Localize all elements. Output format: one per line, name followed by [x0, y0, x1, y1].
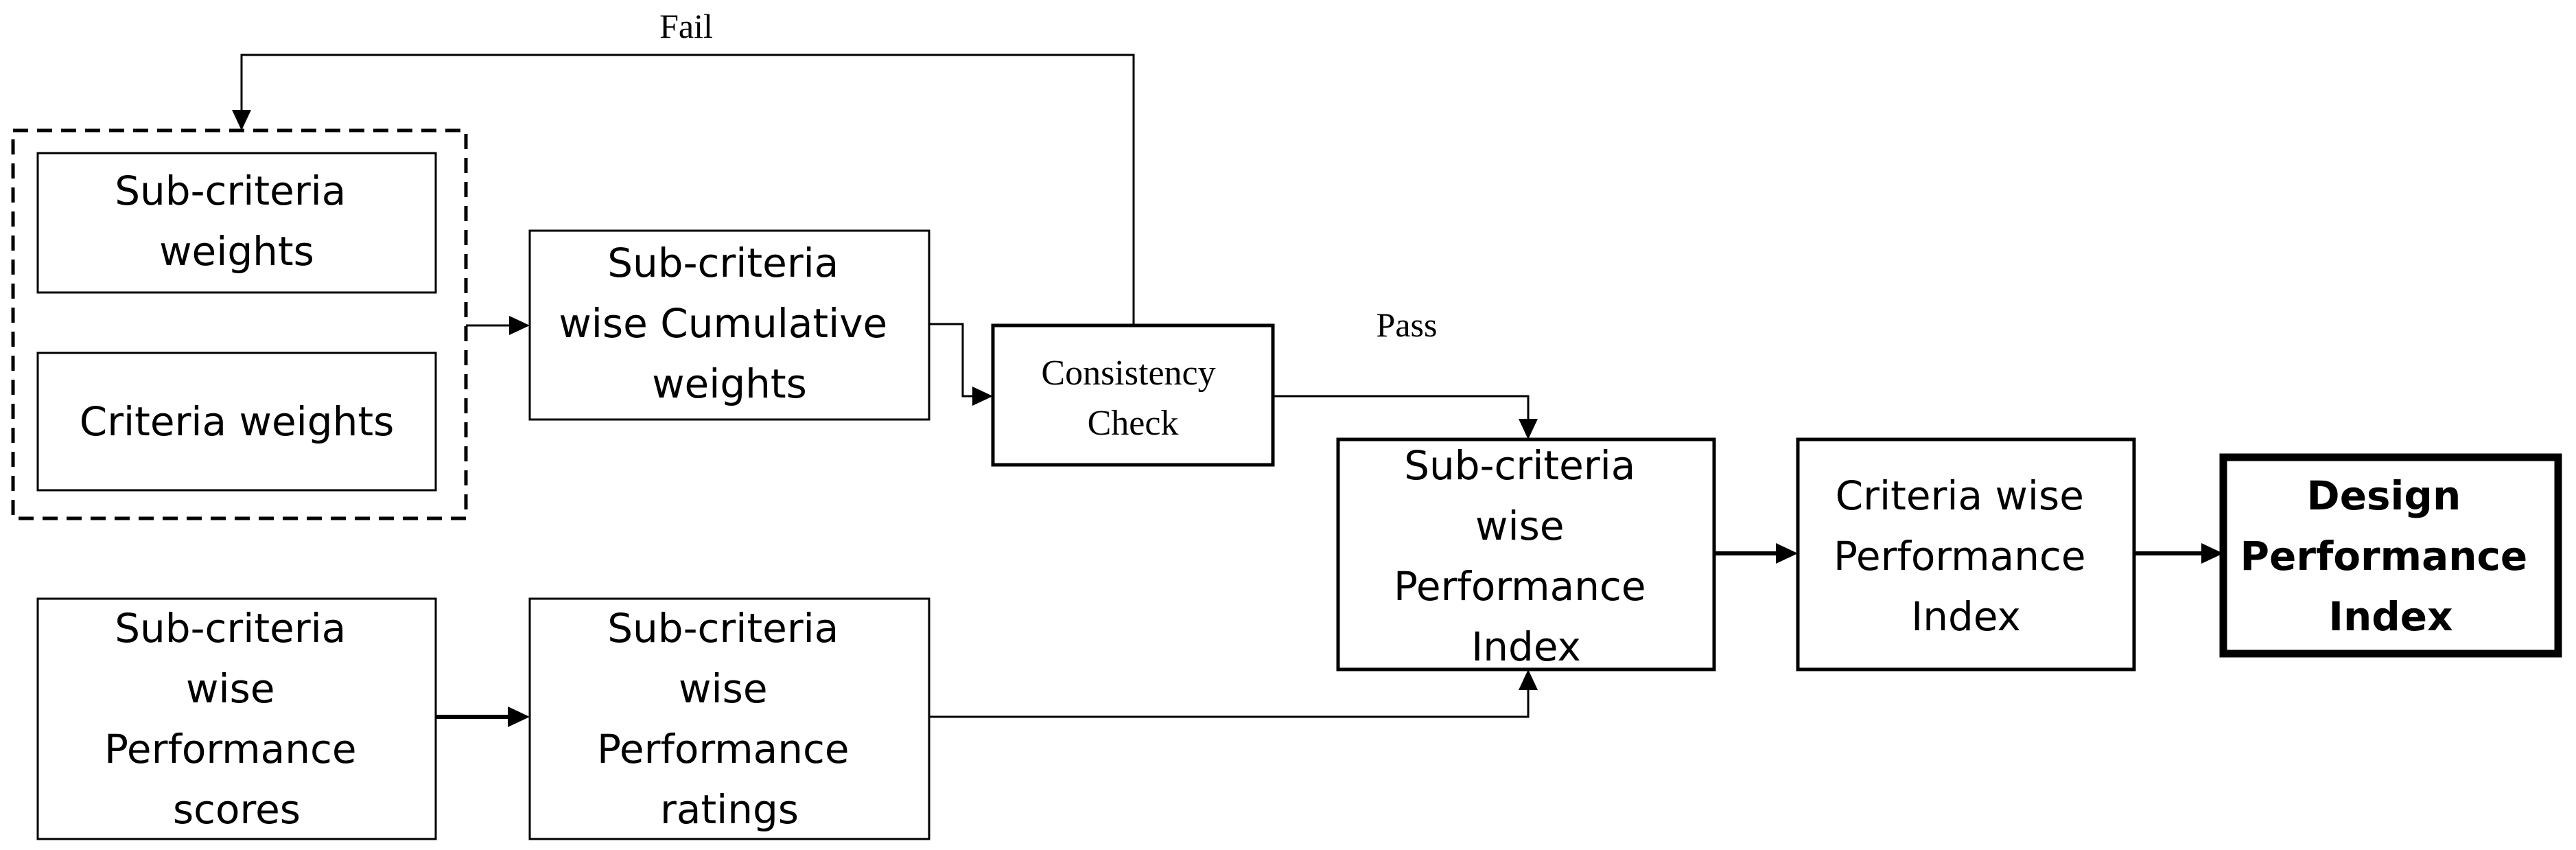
sub-criteria-performance-index-box [1336, 437, 1716, 671]
criteria-performance-index-box [1796, 437, 2136, 671]
fail-loop-arrowhead [232, 110, 251, 130]
performance-scores-box [36, 597, 437, 840]
cumulative-to-consistency-arrowhead [972, 387, 993, 406]
ratings-to-index-arrowhead [1519, 669, 1538, 690]
pass-label: Pass [1377, 306, 1438, 344]
index-to-criteria-index-arrowhead [1776, 543, 1798, 564]
sub-criteria-weights-box [36, 152, 437, 294]
criteria-weights-box [36, 352, 437, 492]
fail-loop-connector [240, 54, 1135, 325]
scores-to-ratings-arrowhead [508, 707, 530, 727]
consistency-check-label: Consistency Check [1041, 354, 1224, 443]
performance-scores-label: Sub-criteria wise Performance scores [104, 605, 369, 833]
group-to-cumulative-arrowhead [509, 316, 530, 335]
ratings-to-index-connector [929, 689, 1530, 718]
pass-arrowhead [1519, 419, 1538, 439]
performance-ratings-box [528, 597, 930, 840]
pass-connector [1273, 395, 1530, 420]
consistency-check-box [991, 323, 1275, 467]
sub-criteria-weights-label: Sub-criteria weights [115, 168, 359, 275]
performance-ratings-label: Sub-criteria wise Performance ratings [597, 605, 862, 833]
design-performance-index-label: Design Performance Index [2240, 472, 2542, 640]
sub-criteria-performance-index-label: Sub-criteria wise Performance Index [1394, 442, 1659, 670]
criteria-weights-label: Criteria weights [80, 398, 395, 445]
cumulative-weights-label: Sub-criteria wise Cumulative weights [559, 240, 900, 407]
design-performance-index-box [2219, 453, 2562, 658]
cumulative-weights-box [528, 229, 930, 421]
weights-group-border [11, 128, 468, 520]
fail-label: Fail [659, 7, 713, 45]
cumulative-to-consistency-connector [929, 323, 973, 398]
criteria-to-design-arrowhead [2201, 543, 2223, 564]
criteria-performance-index-label: Criteria wise Performance Index [1834, 472, 2098, 640]
